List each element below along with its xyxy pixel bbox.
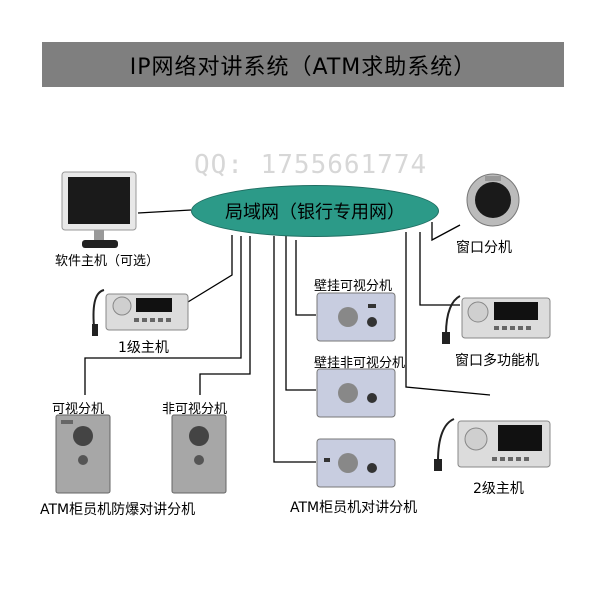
page-title: IP网络对讲系统（ATM求助系统）: [129, 54, 477, 80]
label-software-host: 软件主机（可选）: [55, 254, 160, 269]
wall-panel-icon: [316, 292, 396, 342]
explosion-proof-panel-icon: [55, 414, 111, 494]
round-speaker-icon: [466, 173, 520, 227]
label-wall-visual: 壁挂可视分机: [314, 279, 393, 294]
desk-console-icon: [434, 418, 551, 471]
hub-label: 局域网（银行专用网）: [225, 202, 405, 223]
label-window-multi: 窗口多功能机: [455, 353, 539, 369]
label-atm-explosion: ATM柜员机防爆对讲分机: [40, 502, 196, 518]
monitor-icon: [61, 171, 137, 248]
label-wall-nonvisual: 壁挂非可视分机: [314, 356, 406, 371]
wire-wall-visual: [295, 240, 316, 316]
wire-software-host: [137, 209, 192, 214]
label-atm-counter: ATM柜员机对讲分机: [290, 500, 418, 516]
wall-panel-icon: [316, 438, 396, 488]
wire-window-ext: [431, 222, 461, 242]
wire-nonvisual-ext: [199, 236, 251, 395]
desk-console-icon: [442, 295, 551, 344]
label-window-ext: 窗口分机: [456, 240, 512, 256]
wire-visual-ext: [84, 236, 242, 395]
wire-wall-nonvisual: [285, 236, 316, 391]
label-level1-host: 1级主机: [118, 340, 169, 356]
label-level2-host: 2级主机: [473, 481, 524, 497]
desk-console-icon: [92, 289, 189, 336]
title-bar: IP网络对讲系统（ATM求助系统）: [42, 42, 564, 87]
explosion-proof-panel-icon: [171, 414, 227, 494]
wall-panel-icon: [316, 368, 396, 418]
label-nonvisual-ext: 非可视分机: [162, 402, 228, 417]
lan-hub: 局域网（银行专用网）: [191, 185, 439, 237]
watermark-text: QQ: 1755661774: [194, 150, 428, 180]
wire-atm-counter: [273, 236, 316, 463]
wire-level2-host: [405, 232, 491, 396]
wire-level1-host: [182, 235, 233, 306]
label-visual-ext: 可视分机: [52, 402, 105, 417]
wire-window-multi: [419, 232, 460, 306]
